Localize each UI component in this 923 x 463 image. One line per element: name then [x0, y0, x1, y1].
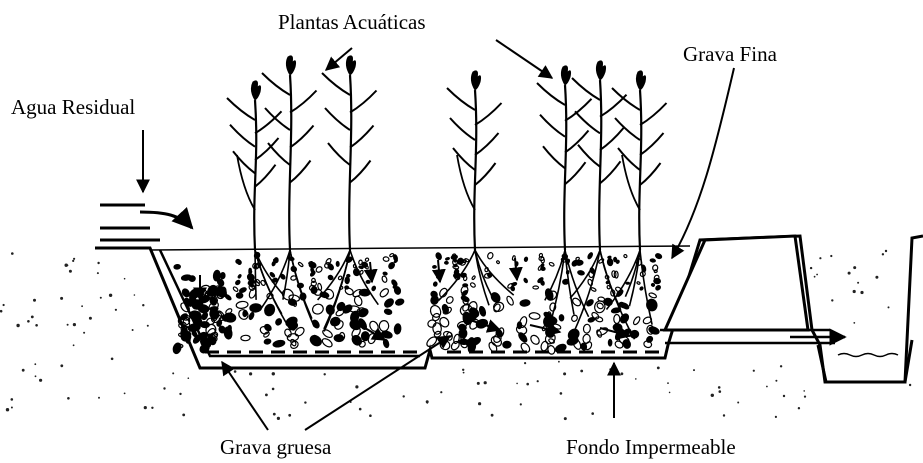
aquatic-plant	[537, 66, 592, 250]
outlet	[660, 330, 912, 382]
inlet-pipe	[100, 205, 192, 240]
aquatic-plants	[227, 56, 667, 250]
aquatic-plant	[227, 81, 282, 250]
leader-grava-gruesa-left	[222, 362, 268, 430]
aquatic-plant	[262, 56, 317, 250]
leader-grava-gruesa-right	[305, 336, 450, 430]
label-agua-residual: Agua Residual	[11, 97, 135, 118]
aquatic-plant	[447, 71, 502, 250]
aquatic-plant	[612, 71, 667, 250]
leader-grava-fina	[672, 68, 734, 258]
berm	[665, 236, 808, 330]
label-grava-fina: Grava Fina	[683, 44, 777, 65]
water-surface-line	[150, 246, 690, 250]
wetland-basin	[150, 236, 808, 356]
label-fondo-impermeable: Fondo Impermeable	[566, 437, 736, 458]
tank-water	[838, 354, 898, 357]
inflow-arrow	[140, 212, 192, 228]
aquatic-plant	[322, 56, 377, 250]
label-plantas-acuaticas: Plantas Acuáticas	[278, 12, 426, 33]
aquatic-plant	[572, 61, 627, 250]
label-grava-gruesa: Grava gruesa	[220, 437, 331, 458]
gravel-bed	[172, 252, 662, 355]
outlet-tank	[818, 340, 912, 382]
leader-arrows	[143, 40, 734, 430]
leader-plantas-right	[496, 40, 552, 78]
